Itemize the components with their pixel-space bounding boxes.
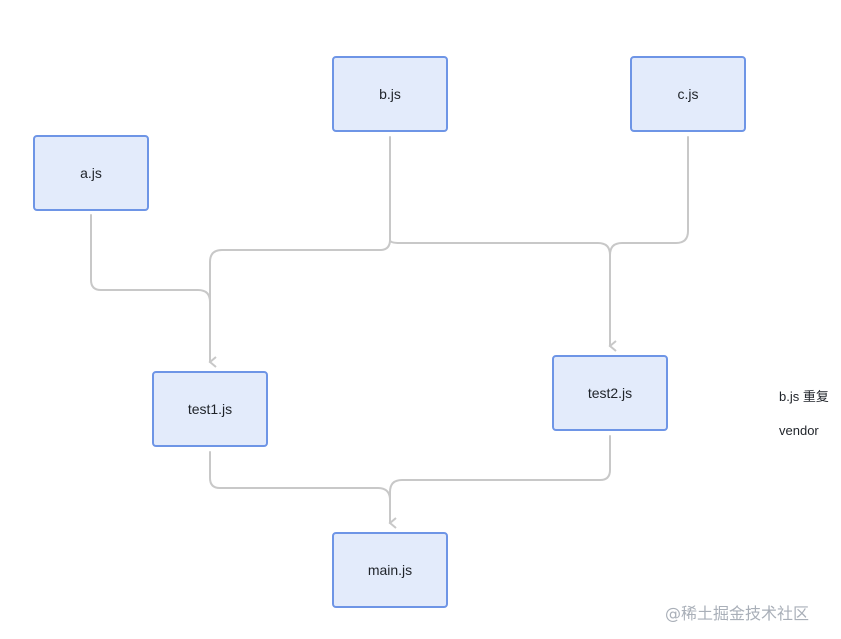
edge-c-to-test2 [609, 136, 689, 347]
node-b-js: b.js [332, 56, 448, 132]
note-duplicate: b.js 重复 [779, 389, 829, 404]
edge-test1-to-main [209, 451, 397, 529]
node-test2-js: test2.js [552, 355, 668, 431]
node-main-js: main.js [332, 532, 448, 608]
watermark: @稀土掘金技术社区 [665, 604, 810, 623]
edge-b-to-test2 [389, 239, 617, 352]
node-test1-js: test1.js [152, 371, 268, 447]
note-vendor: vendor [779, 423, 819, 438]
node-c-js: c.js [630, 56, 746, 132]
node-a-js: a.js [33, 135, 149, 211]
edge-test2-to-main [389, 435, 611, 524]
edge-b-to-test1 [208, 136, 391, 368]
edge-a-to-test1 [90, 214, 211, 363]
